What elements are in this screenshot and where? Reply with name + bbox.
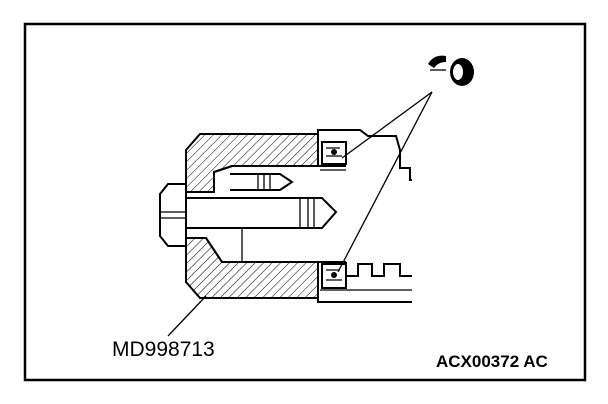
leader-line-lower bbox=[337, 91, 433, 273]
lower-seal bbox=[321, 263, 347, 289]
upper-seal bbox=[321, 141, 347, 165]
special-tool-body bbox=[185, 133, 319, 299]
tool-leader-line bbox=[167, 295, 207, 337]
housing-part bbox=[317, 129, 412, 303]
leader-line-upper bbox=[341, 91, 433, 159]
figure-frame bbox=[23, 22, 587, 382]
figure-code-label: ACX00372 AC bbox=[436, 352, 548, 371]
bolt-shaft bbox=[186, 197, 338, 262]
seal-ring-icon bbox=[428, 55, 474, 86]
tool-number-label: MD998713 bbox=[112, 338, 215, 361]
guide-pin bbox=[230, 173, 294, 191]
bolt-head bbox=[159, 183, 187, 247]
